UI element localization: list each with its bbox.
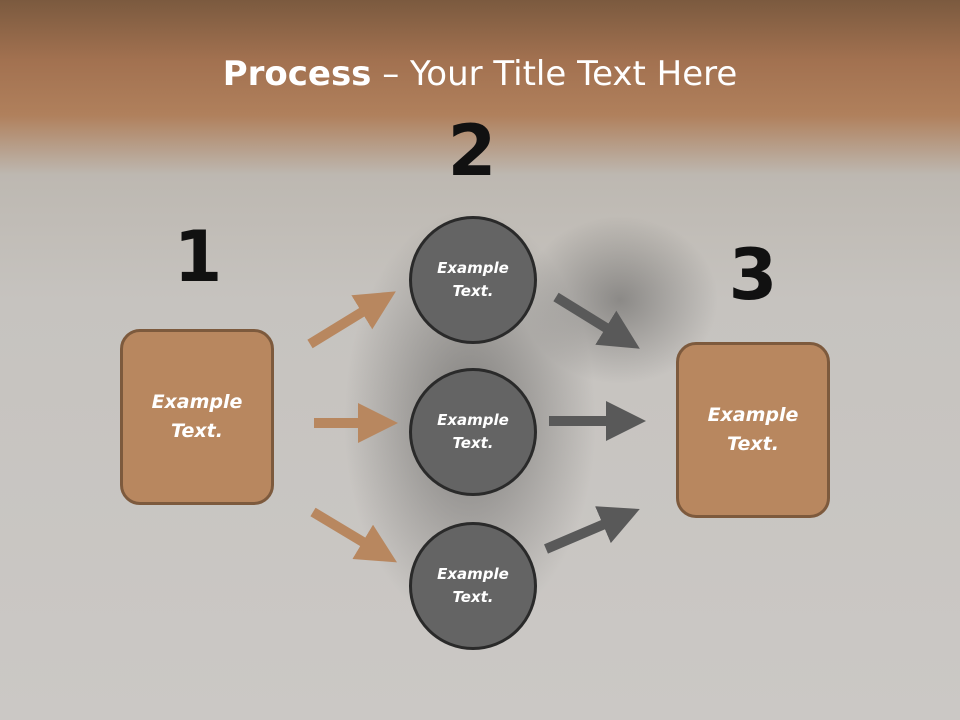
step-2-circle-top: Example Text.	[409, 216, 537, 344]
step-1-box-text: Example Text.	[151, 391, 243, 442]
arrow-up-right-icon	[307, 291, 396, 349]
step-1-box: Example Text.	[120, 329, 274, 505]
step-number-3: 3	[728, 234, 778, 316]
title-bold: Process	[222, 54, 372, 94]
circle-middle-text: Example Text.	[437, 411, 509, 452]
step-2-circle-middle: Example Text.	[409, 368, 537, 496]
title-rest: – Your Title Text Here	[371, 54, 738, 94]
slide-title: Process – Your Title Text Here	[0, 52, 960, 96]
step-3-box: Example Text.	[676, 342, 830, 518]
step-number-1: 1	[173, 216, 223, 298]
circle-top-text: Example Text.	[437, 259, 509, 300]
step-3-box-text: Example Text.	[707, 404, 799, 455]
step-2-circle-bottom: Example Text.	[409, 522, 537, 650]
circle-bottom-text: Example Text.	[437, 565, 509, 606]
arrow-down-right-gray-icon	[553, 292, 640, 349]
arrow-up-right-gray-icon	[544, 506, 640, 554]
step-number-2: 2	[447, 110, 497, 192]
arrow-down-right-icon	[310, 507, 398, 563]
